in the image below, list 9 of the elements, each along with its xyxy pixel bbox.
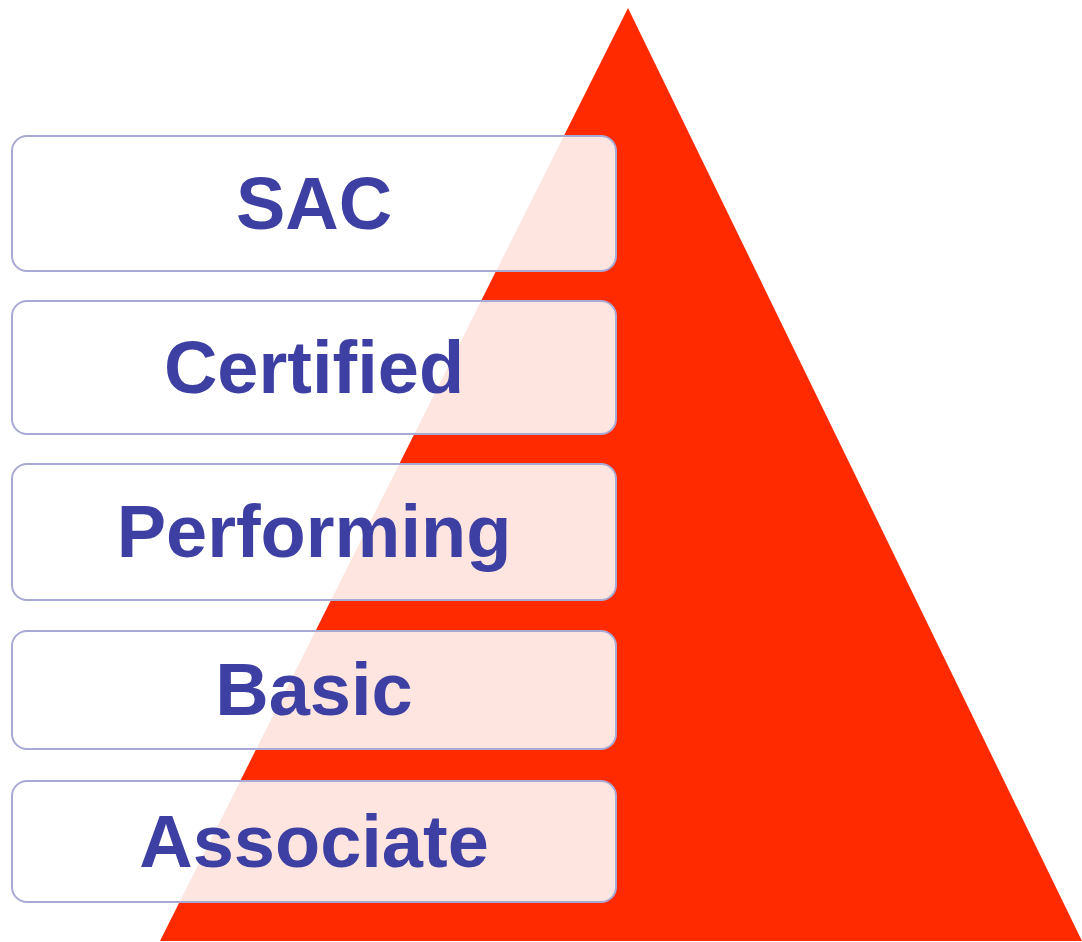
level-box (11, 630, 617, 750)
level-label: Associate (139, 804, 489, 879)
level-box (11, 780, 617, 903)
level-box (11, 135, 617, 272)
level-box (11, 300, 617, 435)
level-label: SAC (235, 166, 393, 241)
level-label: Certified (163, 330, 465, 405)
level-label: Basic (215, 653, 413, 727)
level-box (11, 463, 617, 601)
